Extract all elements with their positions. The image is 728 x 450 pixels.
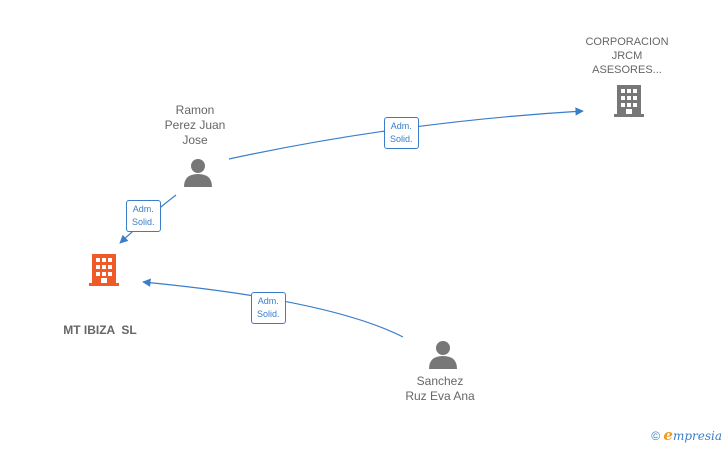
- building-icon[interactable]: [89, 254, 119, 286]
- person-icon[interactable]: [184, 159, 212, 187]
- brand-logo-text: mpresia: [672, 429, 722, 443]
- label-line: Jose: [182, 133, 208, 147]
- person-icon[interactable]: [429, 341, 457, 369]
- label-line: CORPORACION: [585, 36, 669, 48]
- building-icon[interactable]: [614, 85, 644, 117]
- watermark: © empresia: [651, 426, 722, 444]
- edge-label-line: Adm.: [132, 204, 154, 214]
- label-line: Ramon: [175, 103, 215, 117]
- label-line: JRCM: [611, 50, 643, 62]
- edge-sanchez-mtibiza: [142, 278, 404, 338]
- copyright-symbol: ©: [651, 429, 661, 443]
- label-line: MT IBIZA SL: [63, 323, 137, 337]
- edge-label-ramon-mtibiza[interactable]: Adm. Solid.: [126, 200, 161, 232]
- edge-label-ramon-corporacion[interactable]: Adm. Solid.: [384, 117, 419, 149]
- node-label-mt-ibiza[interactable]: MT IBIZA SL: [50, 293, 150, 353]
- label-line: Sanchez: [416, 374, 464, 388]
- edge-label-line: Adm.: [390, 121, 412, 131]
- node-label-sanchez[interactable]: Sanchez Ruz Eva Ana: [390, 374, 490, 404]
- edge-label-line: Solid.: [132, 217, 155, 227]
- label-line: Perez Juan: [164, 118, 226, 132]
- edge-label-sanchez-mtibiza[interactable]: Adm. Solid.: [251, 292, 286, 324]
- label-line: ASESORES...: [592, 64, 662, 76]
- node-label-corporacion[interactable]: CORPORACION JRCM ASESORES...: [572, 35, 682, 77]
- edge-label-line: Adm.: [257, 296, 279, 306]
- label-line: Ruz Eva Ana: [405, 389, 475, 403]
- node-label-ramon[interactable]: Ramon Perez Juan Jose: [150, 103, 240, 148]
- brand-logo-e: e: [663, 426, 673, 444]
- edge-label-line: Solid.: [390, 134, 413, 144]
- edge-label-line: Solid.: [257, 309, 280, 319]
